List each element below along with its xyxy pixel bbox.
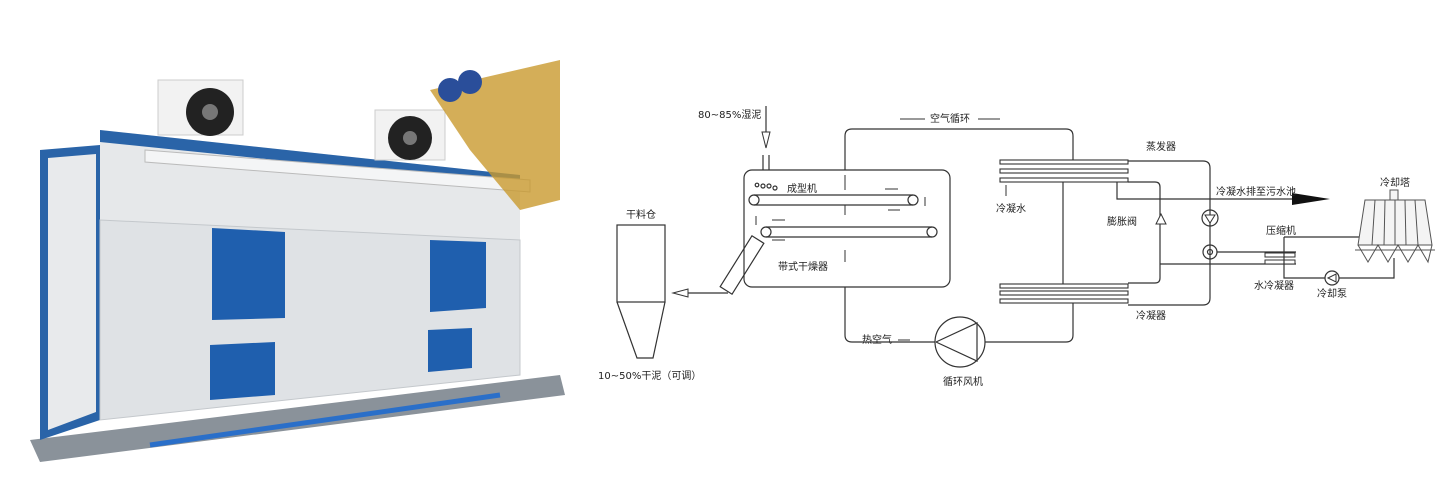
dryer-unit-photo — [30, 60, 565, 462]
belt-dryer-box — [743, 169, 951, 288]
label-drain: 冷凝水排至污水池 — [1216, 185, 1296, 198]
circulating-fan-icon — [934, 316, 986, 368]
label-water-condenser: 水冷凝器 — [1254, 279, 1294, 292]
label-condenser: 冷凝器 — [1136, 309, 1166, 322]
label-wet-sludge: 80~85%湿泥 — [698, 108, 761, 121]
label-dry-silo: 干料仓 — [626, 208, 656, 221]
label-cooling-pump: 冷却泵 — [1317, 287, 1347, 300]
dry-silo — [616, 224, 666, 303]
label-air-cycle: 空气循环 — [930, 112, 970, 125]
cooling-tower-icon — [1355, 189, 1435, 264]
label-forming-machine: 成型机 — [787, 182, 817, 195]
label-cooling-tower: 冷却塔 — [1380, 176, 1410, 189]
label-circulating-fan: 循环风机 — [943, 375, 983, 388]
label-dry-sludge: 10~50%干泥（可调） — [598, 369, 701, 382]
label-expansion-valve: 膨胀阀 — [1107, 215, 1137, 228]
process-diagram: 80~85%湿泥 空气循环 成型机 带式干燥器 干料仓 10~50%干泥（可调）… — [598, 106, 1435, 388]
label-evaporator: 蒸发器 — [1146, 140, 1176, 153]
label-hot-air: 热空气 — [862, 333, 892, 346]
label-belt-dryer: 带式干燥器 — [778, 260, 828, 273]
label-condensate: 冷凝水 — [996, 202, 1026, 215]
label-compressor: 压缩机 — [1266, 224, 1296, 237]
